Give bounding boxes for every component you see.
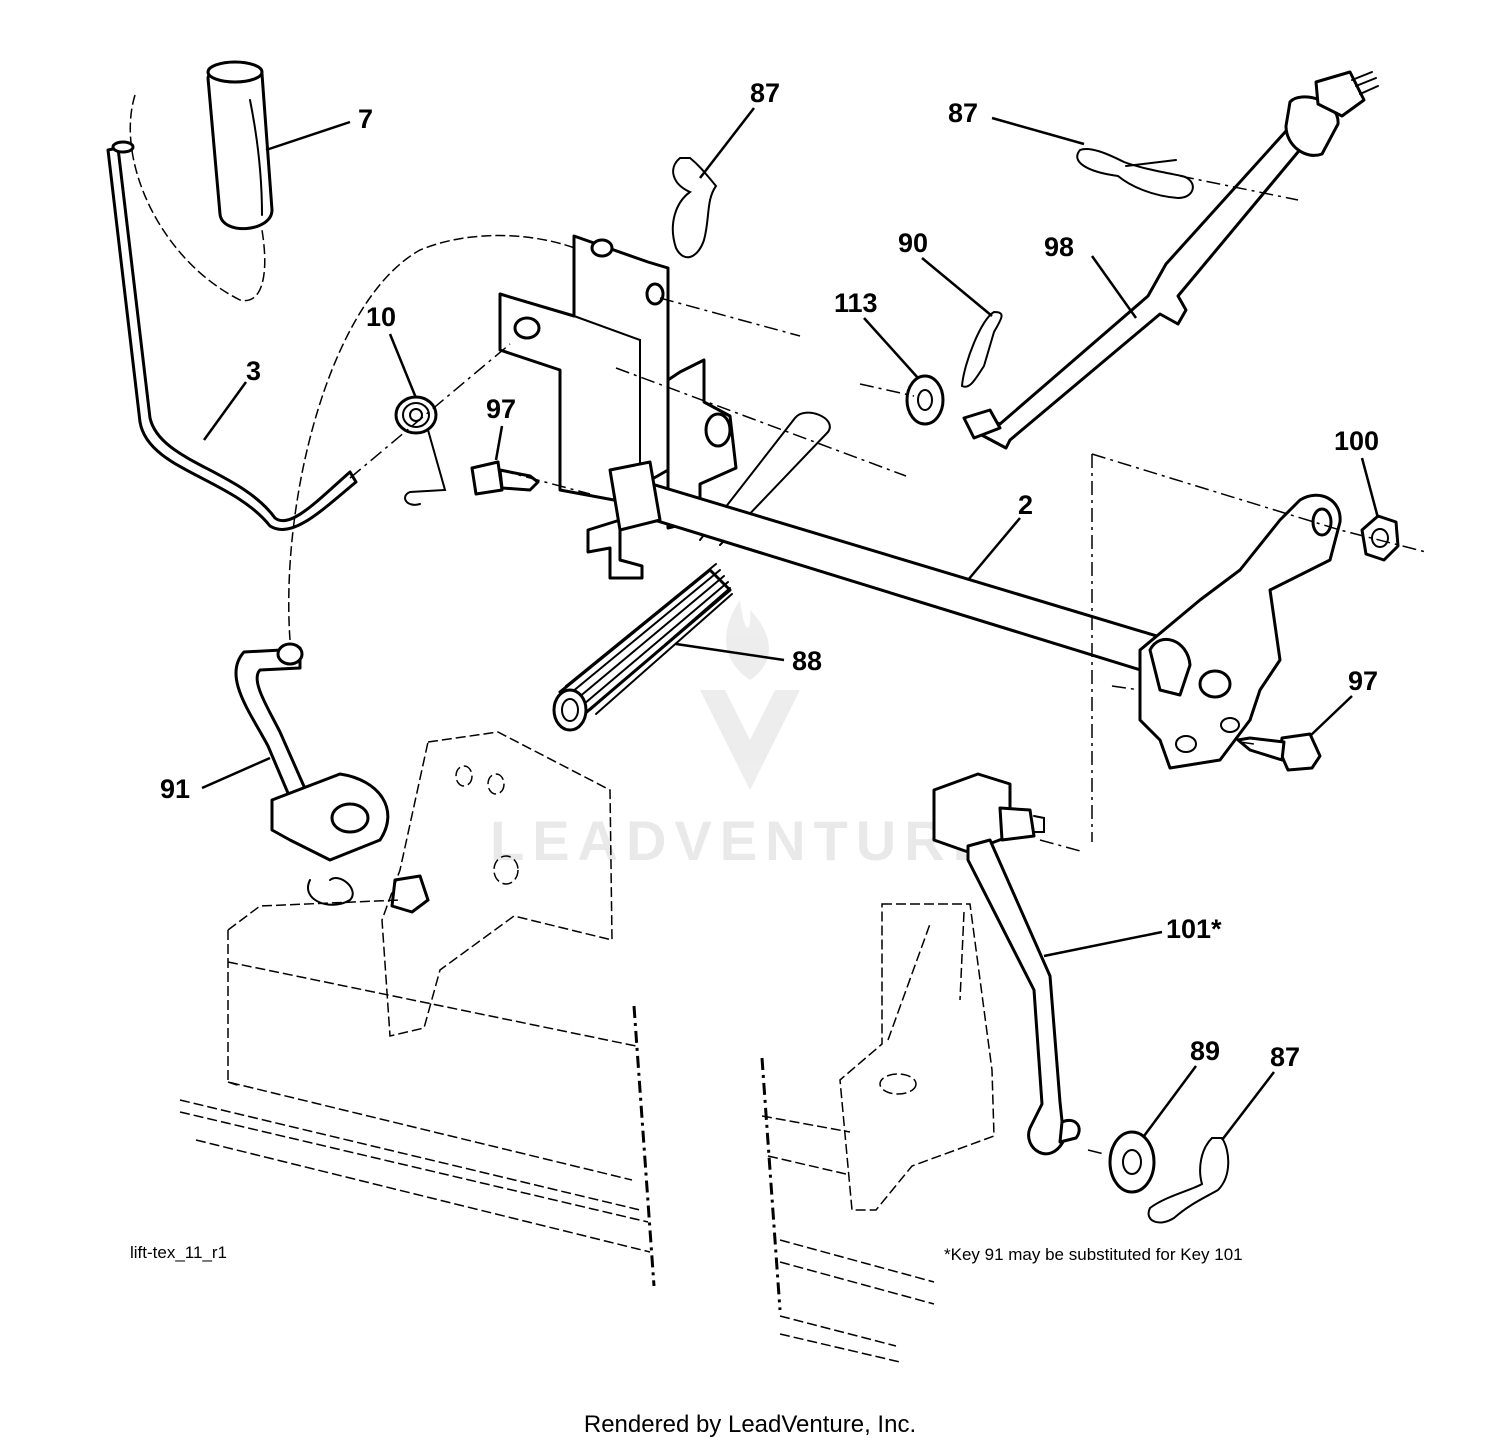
callout-3: 3 bbox=[246, 356, 261, 386]
watermark-logo bbox=[700, 600, 800, 790]
part-100-nut[interactable] bbox=[1360, 514, 1400, 562]
part-10-torsion-spring[interactable] bbox=[394, 395, 447, 506]
rendered-by-credit: Rendered by LeadVenture, Inc. bbox=[584, 1411, 916, 1438]
leader-lines bbox=[201, 107, 1380, 1141]
part-98-adjust-rod[interactable] bbox=[962, 70, 1379, 450]
callout-7: 7 bbox=[358, 104, 373, 134]
callout-87-bottom: 87 bbox=[1270, 1042, 1300, 1072]
callout-labels: 7 3 10 97 87 87 90 113 98 100 2 88 97 91… bbox=[160, 78, 1379, 1072]
part-87-clip-top-right[interactable] bbox=[1076, 148, 1194, 200]
part-87-clip-top-center[interactable] bbox=[671, 157, 718, 259]
callout-100: 100 bbox=[1334, 426, 1379, 456]
callout-101: 101* bbox=[1166, 914, 1222, 944]
center-bracket bbox=[498, 234, 670, 580]
callout-87-top-center: 87 bbox=[750, 78, 780, 108]
left-deck-hanger bbox=[381, 731, 613, 1037]
drawing-id: lift-tex_11_r1 bbox=[130, 1243, 227, 1262]
part-7-grip[interactable] bbox=[206, 60, 274, 230]
callout-89: 89 bbox=[1190, 1036, 1220, 1066]
callout-10: 10 bbox=[366, 302, 396, 332]
callout-98: 98 bbox=[1044, 232, 1074, 262]
right-deck-hanger bbox=[839, 903, 995, 1211]
callout-2: 2 bbox=[1018, 490, 1033, 520]
part-101-lift-link-right[interactable] bbox=[932, 772, 1081, 1156]
callout-90: 90 bbox=[898, 228, 928, 258]
callout-87-top-right: 87 bbox=[948, 98, 978, 128]
assembly-line-3 bbox=[287, 234, 601, 641]
centerlines bbox=[349, 175, 1427, 1155]
part-89-washer[interactable] bbox=[1108, 1130, 1156, 1194]
callout-97-right: 97 bbox=[1348, 666, 1378, 696]
watermark-text: LEADVENTURE bbox=[490, 809, 998, 872]
footnote: *Key 91 may be substituted for Key 101 bbox=[944, 1245, 1243, 1264]
callout-91: 91 bbox=[160, 774, 190, 804]
part-113-washer[interactable] bbox=[905, 374, 945, 426]
part-3-handle-rod[interactable] bbox=[106, 140, 358, 532]
assembly-line-7 bbox=[129, 94, 266, 302]
part-87-clip-bottom[interactable] bbox=[1147, 1137, 1230, 1224]
part-88-extension-spring[interactable] bbox=[552, 563, 733, 732]
part-97-bolt-left[interactable] bbox=[470, 460, 540, 496]
callout-113: 113 bbox=[834, 288, 878, 318]
right-deck bbox=[760, 1057, 935, 1363]
callout-88: 88 bbox=[792, 646, 822, 676]
part-91-lift-link-left[interactable] bbox=[234, 642, 430, 914]
rod-bracket bbox=[666, 358, 831, 546]
left-deck bbox=[179, 899, 656, 1287]
right-lift-arm bbox=[1138, 493, 1342, 770]
part-97-bolt-right[interactable] bbox=[1236, 732, 1322, 772]
part-90-hairpin[interactable] bbox=[960, 310, 1003, 388]
callout-97-left: 97 bbox=[486, 394, 516, 424]
